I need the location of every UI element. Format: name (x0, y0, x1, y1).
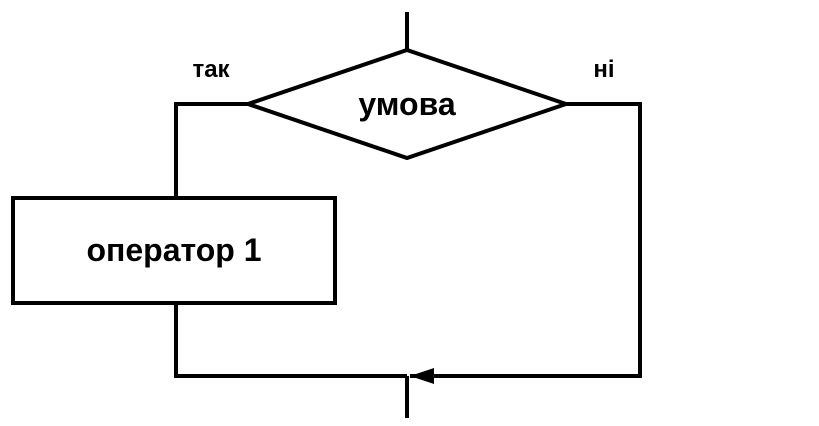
branch-no-label: ні (593, 56, 614, 83)
operator-box (11, 196, 337, 305)
yes-branch-line (174, 102, 248, 198)
branch-yes-label: так (192, 56, 230, 83)
no-branch-line (410, 102, 642, 378)
condition-label: умова (358, 86, 455, 122)
condition-diamond (241, 47, 573, 161)
arrowhead-left-icon (410, 368, 434, 384)
operator-label: оператор 1 (86, 232, 261, 268)
return-line (174, 303, 407, 378)
